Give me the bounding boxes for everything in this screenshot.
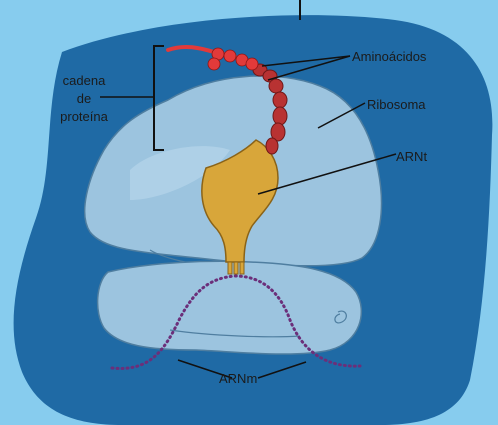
amino-acids-label: Aminoácidos [352,48,426,65]
small-ribosome-subunit [98,261,362,354]
mrna-label: ARNm [219,370,257,387]
ribosome-label: Ribosoma [367,96,426,113]
protein-chain-label-line2: de [44,90,124,108]
trna-anticodon [228,262,244,274]
protein-chain-label-line1: cadena [44,72,124,90]
protein-chain-label: cadena de proteína [44,72,124,126]
trna-label: ARNt [396,148,427,165]
protein-chain-label-line3: proteína [44,108,124,126]
